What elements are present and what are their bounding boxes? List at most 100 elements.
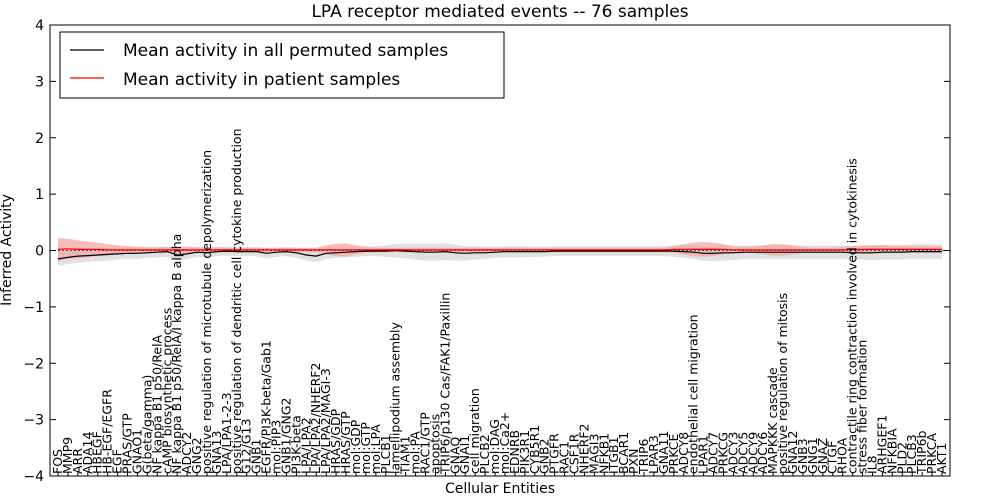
x-tick-label: GNB1 [249,438,264,474]
x-tick-label: MMP9 [60,437,75,474]
x-tick-label: NF kappa B1 p50/RelA [149,334,164,474]
x-tick-label: positive regulation of dendritic cell cy… [229,128,244,474]
x-tick-label: PLCB1 [378,434,393,474]
series-line-permuted [57,249,942,260]
x-tick-label: PLCB2 [477,434,492,474]
x-tick-label: PLD2 [894,442,909,474]
x-tick-label: ADCY9 [745,432,760,474]
x-tick-label: RAC1/GTP [418,412,433,474]
x-tick-label: LPA/LPA1-2-3 [219,392,234,474]
x-tick-label: EDNRB [507,430,522,474]
y-tick-label: −1 [23,300,44,316]
plot-frame [49,24,951,477]
x-tick-label: mol:Ca2+ [497,412,512,474]
x-tick-label: mol:PA [408,431,423,474]
y-tick-label: 0 [35,244,44,260]
x-tick-label: mol:DAG [487,419,502,474]
x-tick-label: positive regulation of mitosis [775,293,790,474]
x-tick-label: NFKBIA [884,428,899,474]
x-tick-label: GNG1 [805,437,820,474]
x-tick-label: GNA11 [656,431,671,475]
x-tick-label: LPA/LPA2/NHERF2 [308,363,323,474]
x-tick-label: GNB3 [795,438,810,474]
x-tick-label: cAMP biosynthetic process [159,308,174,474]
x-tick-label: TRIP6b [914,430,929,474]
x-tick-label: CYB5R1 [527,425,542,474]
x-tick-label: ADA14 [80,432,95,474]
x-tick-label: LPA/LPA2/MAGI-3 [318,368,333,474]
x-tick-label: GNB2 [537,438,552,474]
x-tick-label: GNB1/GNG2 [278,397,293,473]
x-tick-label: GNAQ [447,437,462,474]
x-tick-label: ADCY8 [676,432,691,474]
x-tick-label: mol:PIP3 [269,420,284,474]
x-tick-label: AKT1 [934,443,949,474]
x-tick-label: NHERF2 [576,423,591,473]
x-tick-label: MAPKKK cascade [765,367,780,474]
x-tick-label: GNAZ [815,438,830,474]
y-tick-label: −2 [23,356,44,372]
x-tick-label: HB-EGF/EGFR [100,389,115,474]
x-tick-label: PRAS/GTP [120,413,135,474]
x-tick-label: CSF1R [567,433,582,474]
x-tick-label: PRKCG [716,432,731,474]
x-tick-label: GNAI1 [457,435,472,474]
x-tick-label: ITGB1 [606,436,621,474]
x-tick-label: HBEGF [90,431,105,474]
y-tick-label: 1 [35,187,44,203]
x-tick-label: PRKCA [924,433,939,474]
x-tick-label: G(beta/gamma) [139,375,154,474]
x-tick-label: HRAS/GTP [338,411,353,474]
x-axis-label: Cellular Entities [445,481,555,497]
x-tick-label: HRAS/GDP [328,408,343,474]
y-tick-label: −3 [23,413,44,429]
x-tick-label: IL8 [865,455,880,474]
x-tick-label: NF kappa B1 p50/RelA/I kappa B alpha [169,234,184,474]
x-tick-label: GNG2 [189,437,204,474]
legend-label-patient: Mean activity in patient samples [123,70,400,90]
x-tick-label: endothelial cell migration [686,314,701,474]
x-tick-label: LPAR1 [696,435,711,474]
x-tick-label: mol:GDP [348,419,363,474]
y-tick-label: 3 [35,74,44,90]
legend-label-permuted: Mean activity in all permuted samples [123,41,448,61]
x-tick-label: ADCY2 [179,432,194,474]
legend: Mean activity in all permuted samples Me… [59,31,505,99]
x-tick-label: mol:GTP [358,422,373,474]
x-tick-label: ARHGEF1 [874,415,889,474]
series-line-patient [57,248,942,251]
x-tick-label: stress fiber formation [855,340,870,474]
x-tick-label: FOS [50,449,65,474]
x-tick-label: positive regulation of microtubule depol… [199,150,214,474]
x-tick-label: CTGF [825,441,840,474]
chart-title: LPA receptor mediated events -- 76 sampl… [311,2,688,22]
x-tick-label: mol:LPA [368,424,383,474]
legend-box [59,31,505,99]
x-tick-label: lamellipodium assembly [388,322,403,474]
x-tick-label: EGFR/PI3K-beta/Gab1 [259,340,274,474]
y-tick-label: −4 [23,469,44,485]
y-tick-label: 4 [35,18,44,34]
x-tick-label: ADCY5 [735,432,750,474]
x-tick-label: TRIP6 [636,438,651,475]
x-tick-label: TIAM1 [398,435,413,475]
x-tick-label: GNA13 [209,430,224,473]
x-tick-label: MAGI3 [586,434,601,474]
x-tick-label: contractile ring contraction involved in… [845,158,860,474]
plot-area [50,238,950,266]
permuted-band [58,243,942,266]
x-tick-label: PXN [626,449,641,474]
x-tick-label: ADCY6 [755,432,770,474]
x-tick-label: PRKCE [666,434,681,474]
x-tick-label: EGF [110,449,125,474]
x-tick-label: PTGFR [547,433,562,474]
x-tick-label: ARR [70,448,85,474]
x-tick-labels: FOSMMP9ARRADA14HBEGFHB-EGF/EGFREGFPRAS/G… [50,128,949,476]
x-tick-label: PIK3R1 [517,430,532,474]
x-tick-label: cell migration [467,388,482,474]
y-axis-label: Inferred Activity [0,194,15,306]
x-tick-label: ADCY3 [725,432,740,474]
x-tick-label: LPA/LPA2 [298,417,313,474]
